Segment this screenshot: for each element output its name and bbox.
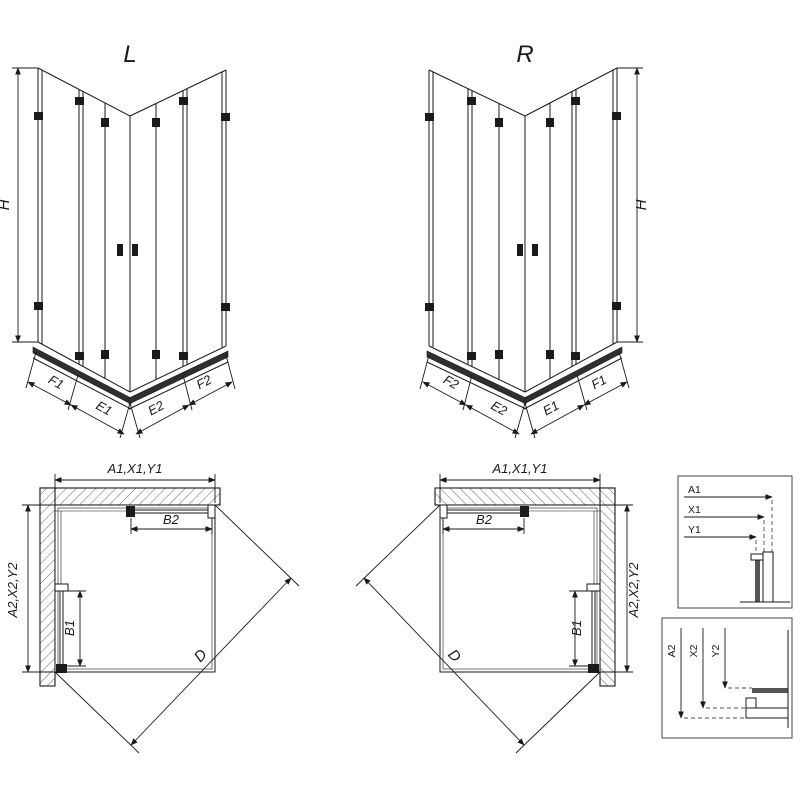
- enclosure-frame: [37, 67, 227, 393]
- glass-panel-divisions: [78, 89, 188, 379]
- wall-profile-section-bottom: [745, 630, 789, 728]
- plan-depth-dimension: [22, 504, 55, 673]
- diagonal-dimension: [54, 504, 300, 754]
- bottom-dimension-lines: [25, 351, 236, 439]
- plan-left-width-label: A1,X1,Y1: [107, 461, 163, 476]
- dim-f2-right: F2: [441, 372, 462, 393]
- top-folding-door: [55, 504, 216, 519]
- plan-left-depth-label: A2,X2,Y2: [5, 562, 20, 619]
- detail-a2-label: A2: [666, 644, 678, 657]
- walls-hatched: [39, 487, 221, 687]
- plan-left-b1-label: B1: [62, 620, 77, 636]
- dim-f1-right: F1: [589, 372, 609, 392]
- plan-view-geometry-mirrored: [356, 474, 633, 753]
- hinges-and-handles: [34, 97, 230, 360]
- side-folding-door: [54, 511, 69, 673]
- height-dim-label-left: H: [0, 199, 13, 210]
- dim-f1-left: F1: [46, 372, 66, 392]
- plan-left-b2-label: B2: [163, 512, 180, 527]
- iso-enclosure-geometry: [12, 67, 236, 439]
- plan-right-b2-label: B2: [476, 512, 493, 527]
- detail-y1-label: Y1: [688, 524, 701, 536]
- tray-base-profile: [32, 346, 229, 410]
- variant-label-left: L: [123, 41, 136, 68]
- plan-view-geometry: [22, 474, 300, 754]
- plan-right-b1-label: B1: [569, 620, 584, 636]
- dim-e2-right: E2: [489, 398, 511, 419]
- height-dimension-lines: [12, 67, 38, 343]
- dim-f2-left: F2: [194, 371, 215, 392]
- iso-view-left-labels: L H F1 E1 E2 F2: [0, 41, 215, 418]
- shower-tray: [54, 504, 216, 673]
- door-top-dimension: [130, 518, 213, 534]
- dim-e1-left: E1: [94, 398, 115, 419]
- iso-view-right-labels: R H F2 E2 E1 F1: [441, 41, 650, 419]
- door-side-dimension: [65, 590, 86, 667]
- plan-right-width-label: A1,X1,Y1: [492, 461, 548, 476]
- dim-e2-left: E2: [145, 397, 167, 418]
- detail-box-top: A1 X1 Y1: [677, 475, 793, 609]
- detail-box-bottom: A2 X2 Y2: [661, 617, 793, 739]
- variant-label-right: R: [516, 41, 533, 68]
- plan-right-depth-label: A2,X2,Y2: [626, 562, 641, 619]
- height-dim-label-right: H: [633, 199, 650, 210]
- wall-profile-section-top: [740, 551, 790, 603]
- detail-x1-label: X1: [688, 504, 701, 516]
- detail-y2-label: Y2: [710, 644, 722, 657]
- detail-x2-label: X2: [688, 644, 700, 657]
- plan-view-right-labels: A1,X1,Y1 A2,X2,Y2 B2 B1 D: [444, 461, 641, 666]
- dim-e1-right: E1: [540, 398, 561, 419]
- plan-width-dimension: [54, 474, 216, 503]
- detail-a1-label: A1: [688, 484, 701, 496]
